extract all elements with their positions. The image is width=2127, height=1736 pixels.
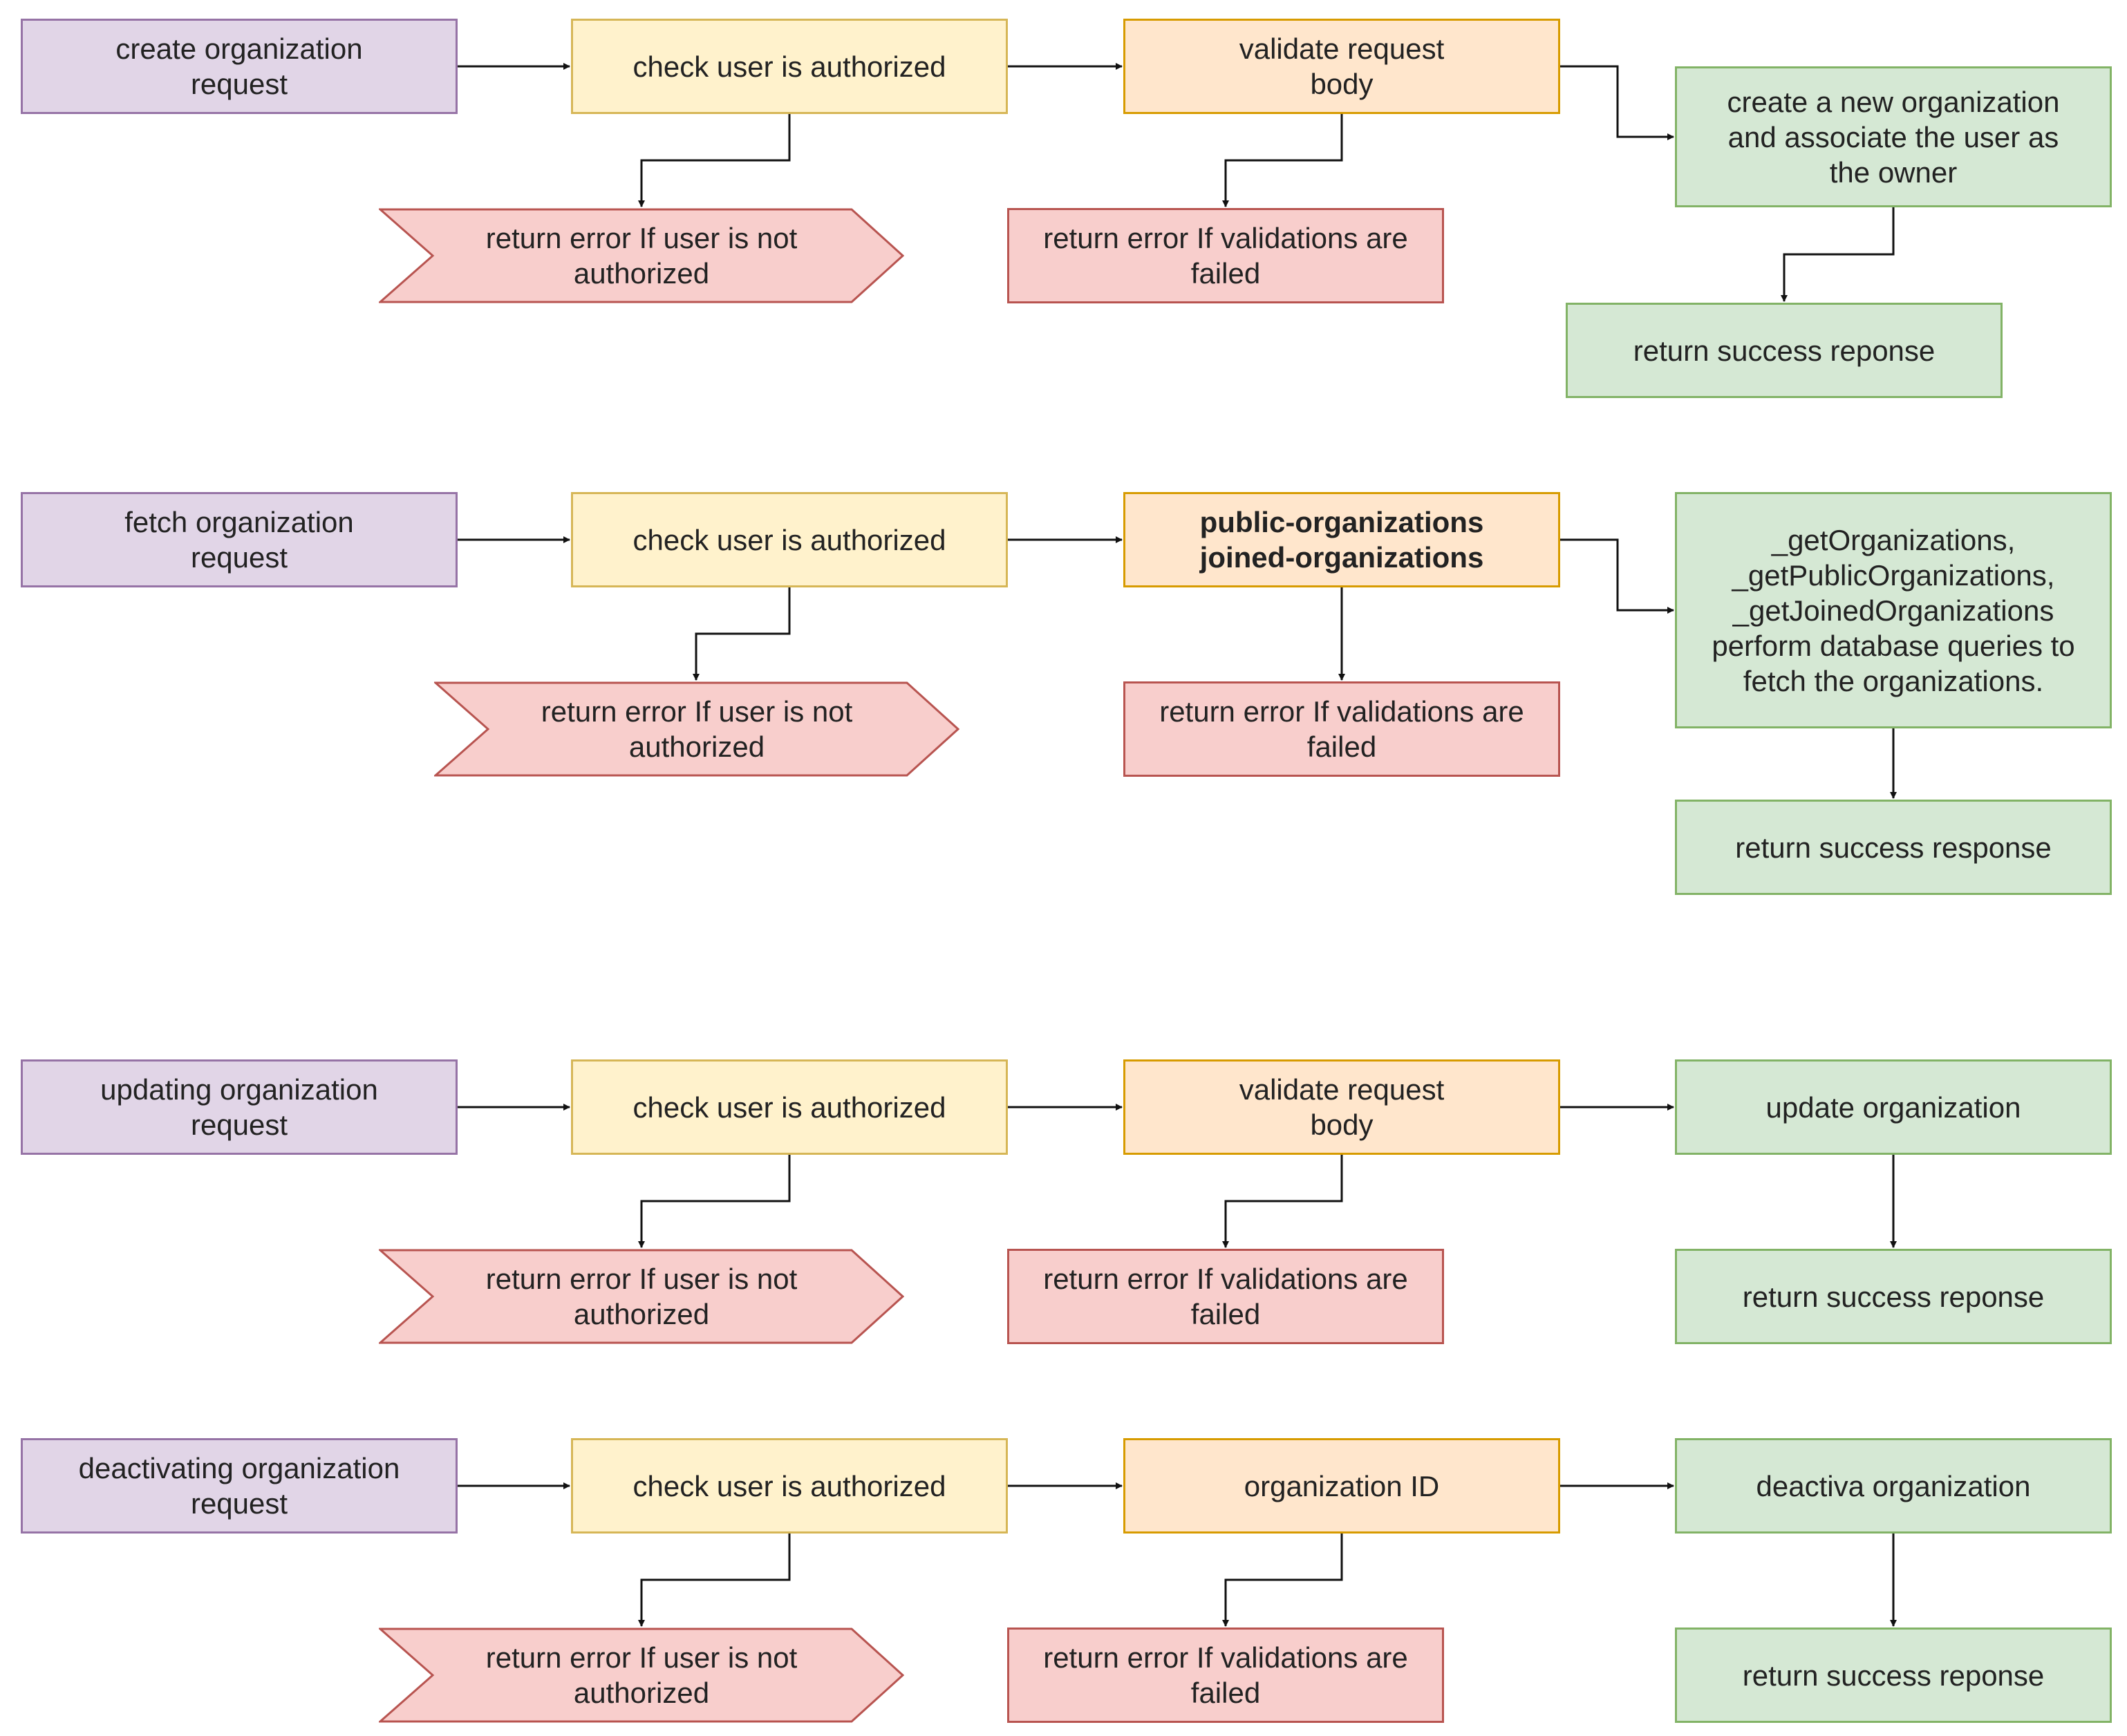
- create-arrow-validate-action: [1560, 65, 1674, 140]
- deactivate-auth-check-node: check user is authorized: [571, 1438, 1008, 1534]
- create-auth-error-shape: [379, 208, 904, 303]
- fetch-auth-error-node: return error If user is not authorized: [434, 681, 959, 777]
- fetch-success-node: return success response: [1675, 800, 2112, 895]
- update-auth-error-node: return error If user is not authorized: [379, 1249, 904, 1344]
- deactivate-validation-error-label: return error If validations are failed: [1043, 1641, 1408, 1709]
- deactivate-action-node: deactiva organization: [1675, 1438, 2112, 1534]
- deactivate-request-node: deactivating organization request: [21, 1438, 458, 1534]
- create-auth-error-node: return error If user is not authorized: [379, 208, 904, 303]
- create-request-label: create organization request: [115, 32, 363, 100]
- create-success-node: return success reponse: [1566, 303, 2003, 398]
- update-auth-error-shape: [379, 1249, 904, 1344]
- update-success-label: return success reponse: [1742, 1280, 2045, 1313]
- update-validation-error-label: return error If validations are failed: [1043, 1263, 1408, 1330]
- fetch-validation-error-node: return error If validations are failed: [1123, 681, 1560, 777]
- create-auth-error-label: return error If user is not authorized: [485, 222, 798, 290]
- update-validate-label: validate request body: [1239, 1073, 1445, 1141]
- create-request-node: create organization request: [21, 19, 458, 114]
- create-validation-error-label: return error If validations are failed: [1043, 222, 1408, 290]
- fetch-arrow-params-action: [1560, 538, 1674, 614]
- fetch-validation-error-label: return error If validations are failed: [1159, 695, 1524, 763]
- deactivate-auth-error-node: return error If user is not authorized: [379, 1628, 904, 1723]
- fetch-auth-check-label: check user is authorized: [633, 523, 946, 556]
- deactivate-arrow-auth-error: [638, 1534, 791, 1627]
- update-arrow-validate-error: [1222, 1155, 1343, 1248]
- deactivate-request-label: deactivating organization request: [78, 1452, 400, 1520]
- create-arrow-action-success: [1781, 207, 1895, 302]
- update-validation-error-node: return error If validations are failed: [1007, 1249, 1444, 1344]
- update-auth-check-node: check user is authorized: [571, 1059, 1008, 1155]
- fetch-success-label: return success response: [1735, 831, 2052, 864]
- update-success-node: return success reponse: [1675, 1249, 2112, 1344]
- fetch-request-node: fetch organization request: [21, 492, 458, 587]
- deactivate-id-node: organization ID: [1123, 1438, 1560, 1534]
- create-auth-check-node: check user is authorized: [571, 19, 1008, 114]
- update-action-label: update organization: [1765, 1091, 2021, 1124]
- update-auth-error-label: return error If user is not authorized: [485, 1263, 798, 1330]
- fetch-params-node: public-organizations joined-organization…: [1123, 492, 1560, 587]
- fetch-action-node: _getOrganizations, _getPublicOrganizatio…: [1675, 492, 2112, 728]
- fetch-arrow-auth-error: [693, 587, 791, 681]
- deactivate-arrow-id-error: [1222, 1534, 1343, 1627]
- update-arrow-auth-error: [638, 1155, 791, 1248]
- fetch-auth-check-node: check user is authorized: [571, 492, 1008, 587]
- deactivate-action-label: deactiva organization: [1756, 1469, 2031, 1502]
- deactivate-auth-error-shape: [379, 1628, 904, 1723]
- update-request-node: updating organization request: [21, 1059, 458, 1155]
- deactivate-auth-error-label: return error If user is not authorized: [485, 1641, 798, 1709]
- create-action-node: create a new organization and associate …: [1675, 66, 2112, 207]
- create-arrow-auth-error: [638, 114, 791, 207]
- create-validate-node: validate request body: [1123, 19, 1560, 114]
- create-auth-check-label: check user is authorized: [633, 50, 946, 83]
- create-arrow-validate-error: [1222, 114, 1343, 207]
- fetch-params-label: public-organizations joined-organization…: [1199, 506, 1484, 574]
- deactivate-validation-error-node: return error If validations are failed: [1007, 1628, 1444, 1723]
- update-request-label: updating organization request: [100, 1073, 378, 1141]
- create-validation-error-node: return error If validations are failed: [1007, 208, 1444, 303]
- update-validate-node: validate request body: [1123, 1059, 1560, 1155]
- fetch-auth-error-label: return error If user is not authorized: [541, 695, 853, 763]
- create-action-label: create a new organization and associate …: [1727, 85, 2060, 189]
- deactivate-success-node: return success reponse: [1675, 1628, 2112, 1723]
- create-success-label: return success reponse: [1633, 334, 1936, 367]
- fetch-action-label: _getOrganizations, _getPublicOrganizatio…: [1712, 523, 2075, 697]
- fetch-auth-error-shape: [434, 681, 959, 777]
- fetch-request-label: fetch organization request: [124, 506, 354, 574]
- deactivate-success-label: return success reponse: [1742, 1659, 2045, 1692]
- update-action-node: update organization: [1675, 1059, 2112, 1155]
- deactivate-id-label: organization ID: [1244, 1469, 1440, 1502]
- create-validate-label: validate request body: [1239, 32, 1445, 100]
- update-auth-check-label: check user is authorized: [633, 1091, 946, 1124]
- deactivate-auth-check-label: check user is authorized: [633, 1469, 946, 1502]
